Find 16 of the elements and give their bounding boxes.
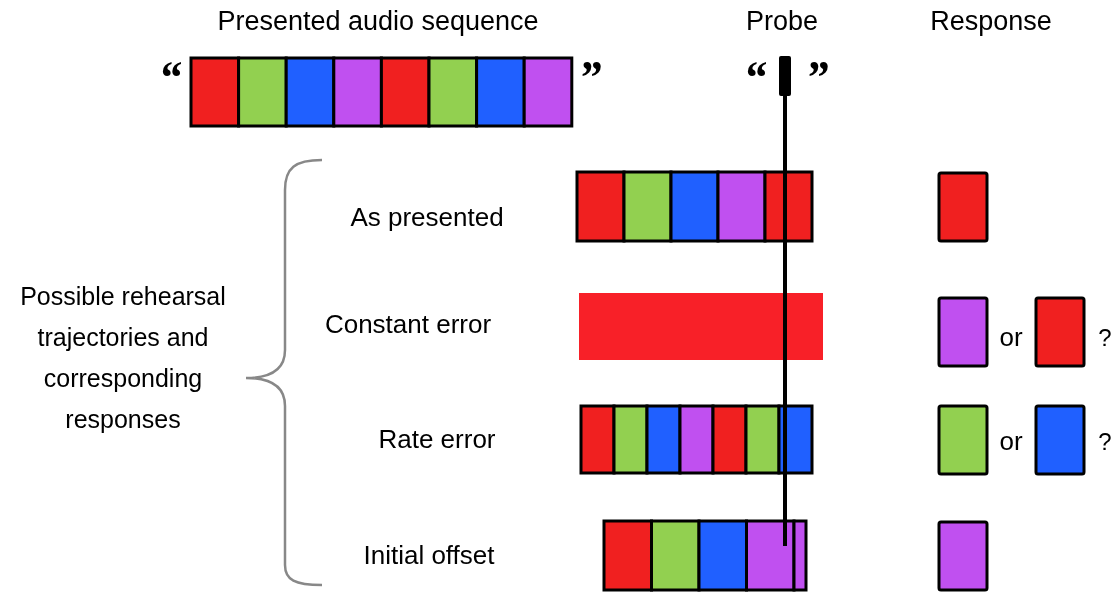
quote-mark: “ <box>158 55 182 101</box>
conjunction-text: or <box>999 427 1023 457</box>
heading: Probe <box>745 6 819 38</box>
row-label: As presented <box>350 203 504 233</box>
heading: Presented audio sequence <box>217 6 539 38</box>
question-mark: ? <box>1098 324 1112 352</box>
annotation: Possible rehearsal trajectories and corresponding responses <box>19 281 227 435</box>
quote-mark: ” <box>578 55 602 101</box>
quote-mark: ” <box>805 55 829 101</box>
conjunction-text: or <box>999 323 1023 353</box>
row-label: Rate error <box>378 425 496 455</box>
question-mark: ? <box>1098 428 1112 456</box>
quote-mark: “ <box>743 55 767 101</box>
row-label: Initial offset <box>363 541 495 571</box>
row-label: Constant error <box>324 310 492 340</box>
heading: Response <box>930 6 1052 38</box>
